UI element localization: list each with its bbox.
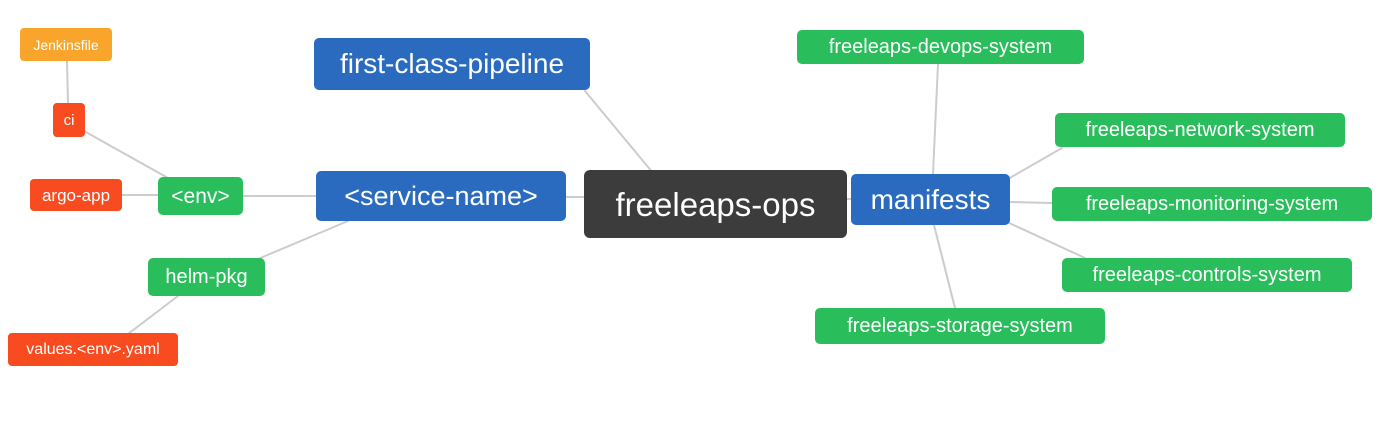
node-devops-system[interactable]: freeleaps-devops-system	[797, 30, 1084, 64]
edge-jenkinsfile-ci	[66, 60, 69, 105]
node-jenkinsfile[interactable]: Jenkinsfile	[20, 28, 112, 61]
node-manifests[interactable]: manifests	[851, 174, 1010, 225]
node-ci[interactable]: ci	[53, 103, 85, 137]
edge-manifests-controls	[1006, 221, 1086, 259]
edge-manifests-storage	[933, 224, 956, 309]
node-service-name[interactable]: <service-name>	[316, 171, 566, 221]
edge-manifests-devops	[932, 63, 939, 175]
edge-ci-env	[83, 130, 169, 179]
node-monitoring-system[interactable]: freeleaps-monitoring-system	[1052, 187, 1372, 221]
node-network-system[interactable]: freeleaps-network-system	[1055, 113, 1345, 147]
node-first-class-pipeline[interactable]: first-class-pipeline	[314, 38, 590, 90]
node-values-env-yaml[interactable]: values.<env>.yaml	[8, 333, 178, 366]
edge-helm-pkg-service-name	[257, 220, 349, 260]
edge-manifests-network	[1007, 147, 1063, 180]
edge-manifests-monitoring	[1009, 201, 1053, 204]
node-env[interactable]: <env>	[158, 177, 243, 215]
node-helm-pkg[interactable]: helm-pkg	[148, 258, 265, 296]
edge-pipeline-ops	[584, 90, 654, 174]
node-storage-system[interactable]: freeleaps-storage-system	[815, 308, 1105, 344]
node-argo-app[interactable]: argo-app	[30, 179, 122, 211]
node-controls-system[interactable]: freeleaps-controls-system	[1062, 258, 1352, 292]
node-freeleaps-ops[interactable]: freeleaps-ops	[584, 170, 847, 238]
edge-values-helm-pkg	[127, 295, 179, 335]
